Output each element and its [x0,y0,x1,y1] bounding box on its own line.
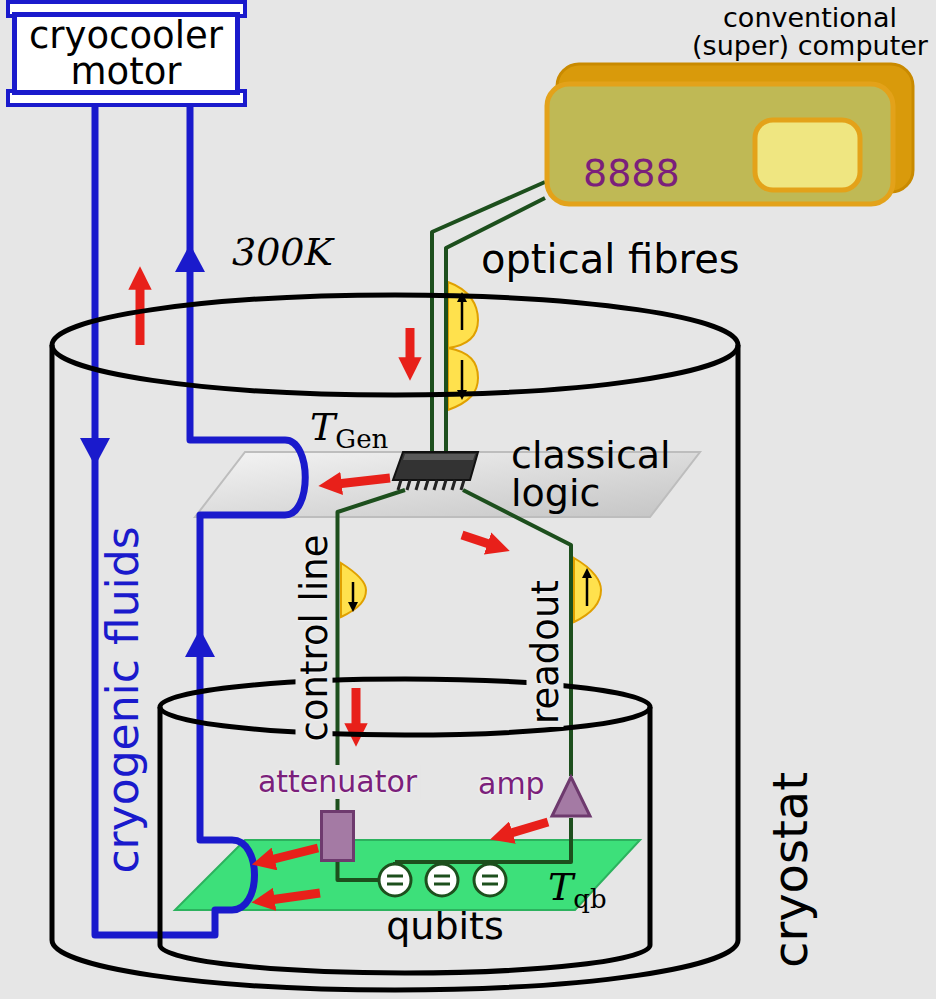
chip-pin [398,480,401,490]
connector-line [338,490,406,810]
diagram-node: cryostat classical logic attenuator amp qubi… [45,290,835,996]
temperature-label-subscript: Gen [335,424,388,454]
cryostat-rim [52,295,738,395]
connector [338,490,406,810]
diagram-node: classical logic [393,452,478,490]
temperature-label-main: T [310,405,335,449]
attenuator-label: attenuator [255,765,420,799]
connector [515,818,571,862]
chip-top [403,454,475,460]
edge-label: readout [527,577,564,727]
fluid-label: cryogenic fluids [101,526,145,873]
inner-vessel-wall [158,707,163,945]
inner-vessel-base [160,945,650,973]
chip-pin [434,480,437,490]
diagram-node: attenuator [320,810,355,862]
chip-pin [461,480,464,490]
qubit-mark [387,883,403,886]
qubit-mark [482,883,498,886]
flow-arrow [185,629,215,657]
computer-screen [755,120,860,190]
flow-arrow [80,438,110,466]
inner-vessel-rim [160,679,650,735]
qubit-wire [395,860,515,864]
connector [338,862,376,880]
wave-arrow [352,582,355,604]
wave-arrow [461,300,464,330]
computer-heading: conventional (super) computer [690,4,930,60]
temperature-label: Tqb [548,868,607,912]
chip-pin [452,480,455,490]
heat-arrow [337,478,390,484]
qubits-label: qubits [375,904,515,948]
diagram-node: amp [478,776,593,818]
cryostat-wall [736,345,741,940]
qubit-mark [387,875,403,878]
heat-arrow [352,688,361,728]
signal-wave [341,563,366,617]
wave-arrow [586,576,589,606]
edge-label: control line [296,532,333,745]
connector-line [432,182,545,452]
connector-line [338,862,376,880]
connector [432,182,545,452]
cryogenic-pipe [95,105,305,935]
temperature-label-subscript: qb [573,884,606,914]
qubit-mark [482,875,498,878]
chip-symbol [393,452,478,490]
heat-arrow [270,893,320,900]
cryostat-wall [50,345,55,940]
chip-pin [416,480,419,490]
diagram-node: cryocooler motor [12,12,240,95]
heat-arrow [270,848,318,860]
heat-arrow [406,328,415,362]
motor-label: cryocooler motor [17,18,235,90]
heat-arrow [136,285,145,345]
qubit-circle [426,864,458,896]
chip-pin [425,480,428,490]
temperature-label-main: T [548,865,573,909]
temperature-label: 300K [232,232,333,274]
flow-arrow [175,244,205,272]
cryostat-label: cryostat [766,772,814,968]
chip-pin [443,480,446,490]
signal-wave [574,558,601,622]
inner-vessel-wall [648,707,653,945]
diagram-node: conventional (super) computer8888 [545,62,917,208]
qubit-mark [434,883,450,886]
signal-wave [448,282,478,410]
diagram-node: qubits [375,858,515,948]
computer-front [547,84,893,204]
computer-display: 8888 [583,154,680,192]
chip-pin [407,480,410,490]
chip-body [393,452,478,480]
qubit-circle [474,864,506,896]
logic-label: classical logic [511,436,711,512]
amp-label: amp [478,768,545,800]
qubit-mark [434,875,450,878]
wave-arrow [461,360,464,392]
qubit-circle [379,864,411,896]
heat-arrow [462,535,492,545]
heat-arrow [508,822,548,834]
temperature-label: TGen [310,408,388,452]
connector-line [515,818,571,862]
amplifier-triangle [552,777,590,816]
edge-label: optical fibres [478,236,743,282]
